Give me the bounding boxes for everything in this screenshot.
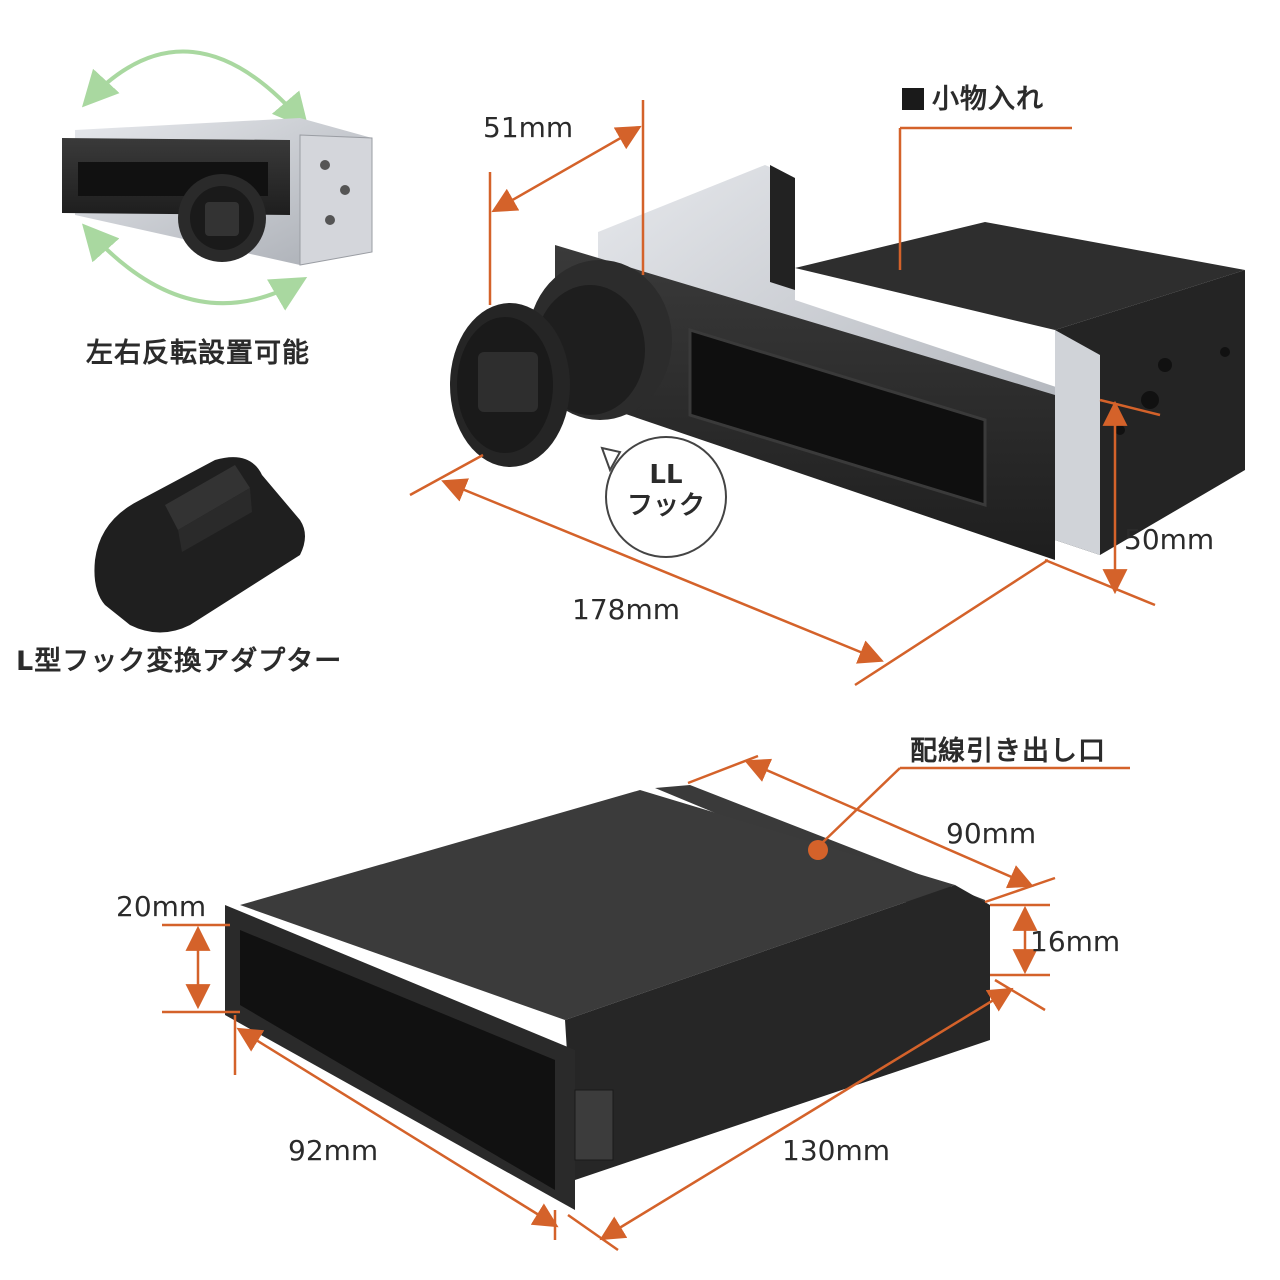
dim-tray-length: 130mm bbox=[782, 1134, 890, 1167]
storage-label: 小物入れ bbox=[902, 86, 1044, 113]
ll-hook-label-line2: フック bbox=[626, 491, 705, 522]
black-square-icon bbox=[902, 88, 924, 110]
reversible-mount-label: 左右反転設置可能 bbox=[86, 338, 310, 369]
dim-tray-width: 92mm bbox=[288, 1134, 379, 1167]
tray-dimensions bbox=[162, 754, 1056, 1252]
dim-depth-mount: 51mm bbox=[483, 111, 574, 144]
orange-dot-icon bbox=[808, 840, 828, 860]
rotation-arrow-bottom bbox=[82, 223, 308, 311]
dim-tray-front-height: 20mm bbox=[116, 890, 207, 923]
dim-depth-tray: 90mm bbox=[946, 817, 1037, 850]
wiring-outlet-label: 配線引き出し口 bbox=[910, 736, 1106, 767]
reversible-mount-thumbnail bbox=[62, 49, 373, 311]
storage-label-text: 小物入れ bbox=[932, 84, 1044, 115]
ll-hook-label: LL フック bbox=[616, 460, 716, 522]
main-mount-dimensions bbox=[409, 100, 1161, 687]
rotation-arrow-top bbox=[81, 49, 309, 130]
dim-height-mount: 50mm bbox=[1124, 523, 1215, 556]
ll-hook-callout bbox=[600, 436, 727, 558]
ll-hook-label-line1: LL bbox=[649, 460, 683, 490]
main-mount-image bbox=[450, 165, 1245, 560]
l-hook-adapter-image bbox=[94, 457, 305, 633]
dim-tray-side-height: 16mm bbox=[1030, 925, 1121, 958]
adapter-label: L型フック変換アダプター bbox=[16, 646, 343, 677]
dim-width-mount: 178mm bbox=[572, 593, 680, 626]
